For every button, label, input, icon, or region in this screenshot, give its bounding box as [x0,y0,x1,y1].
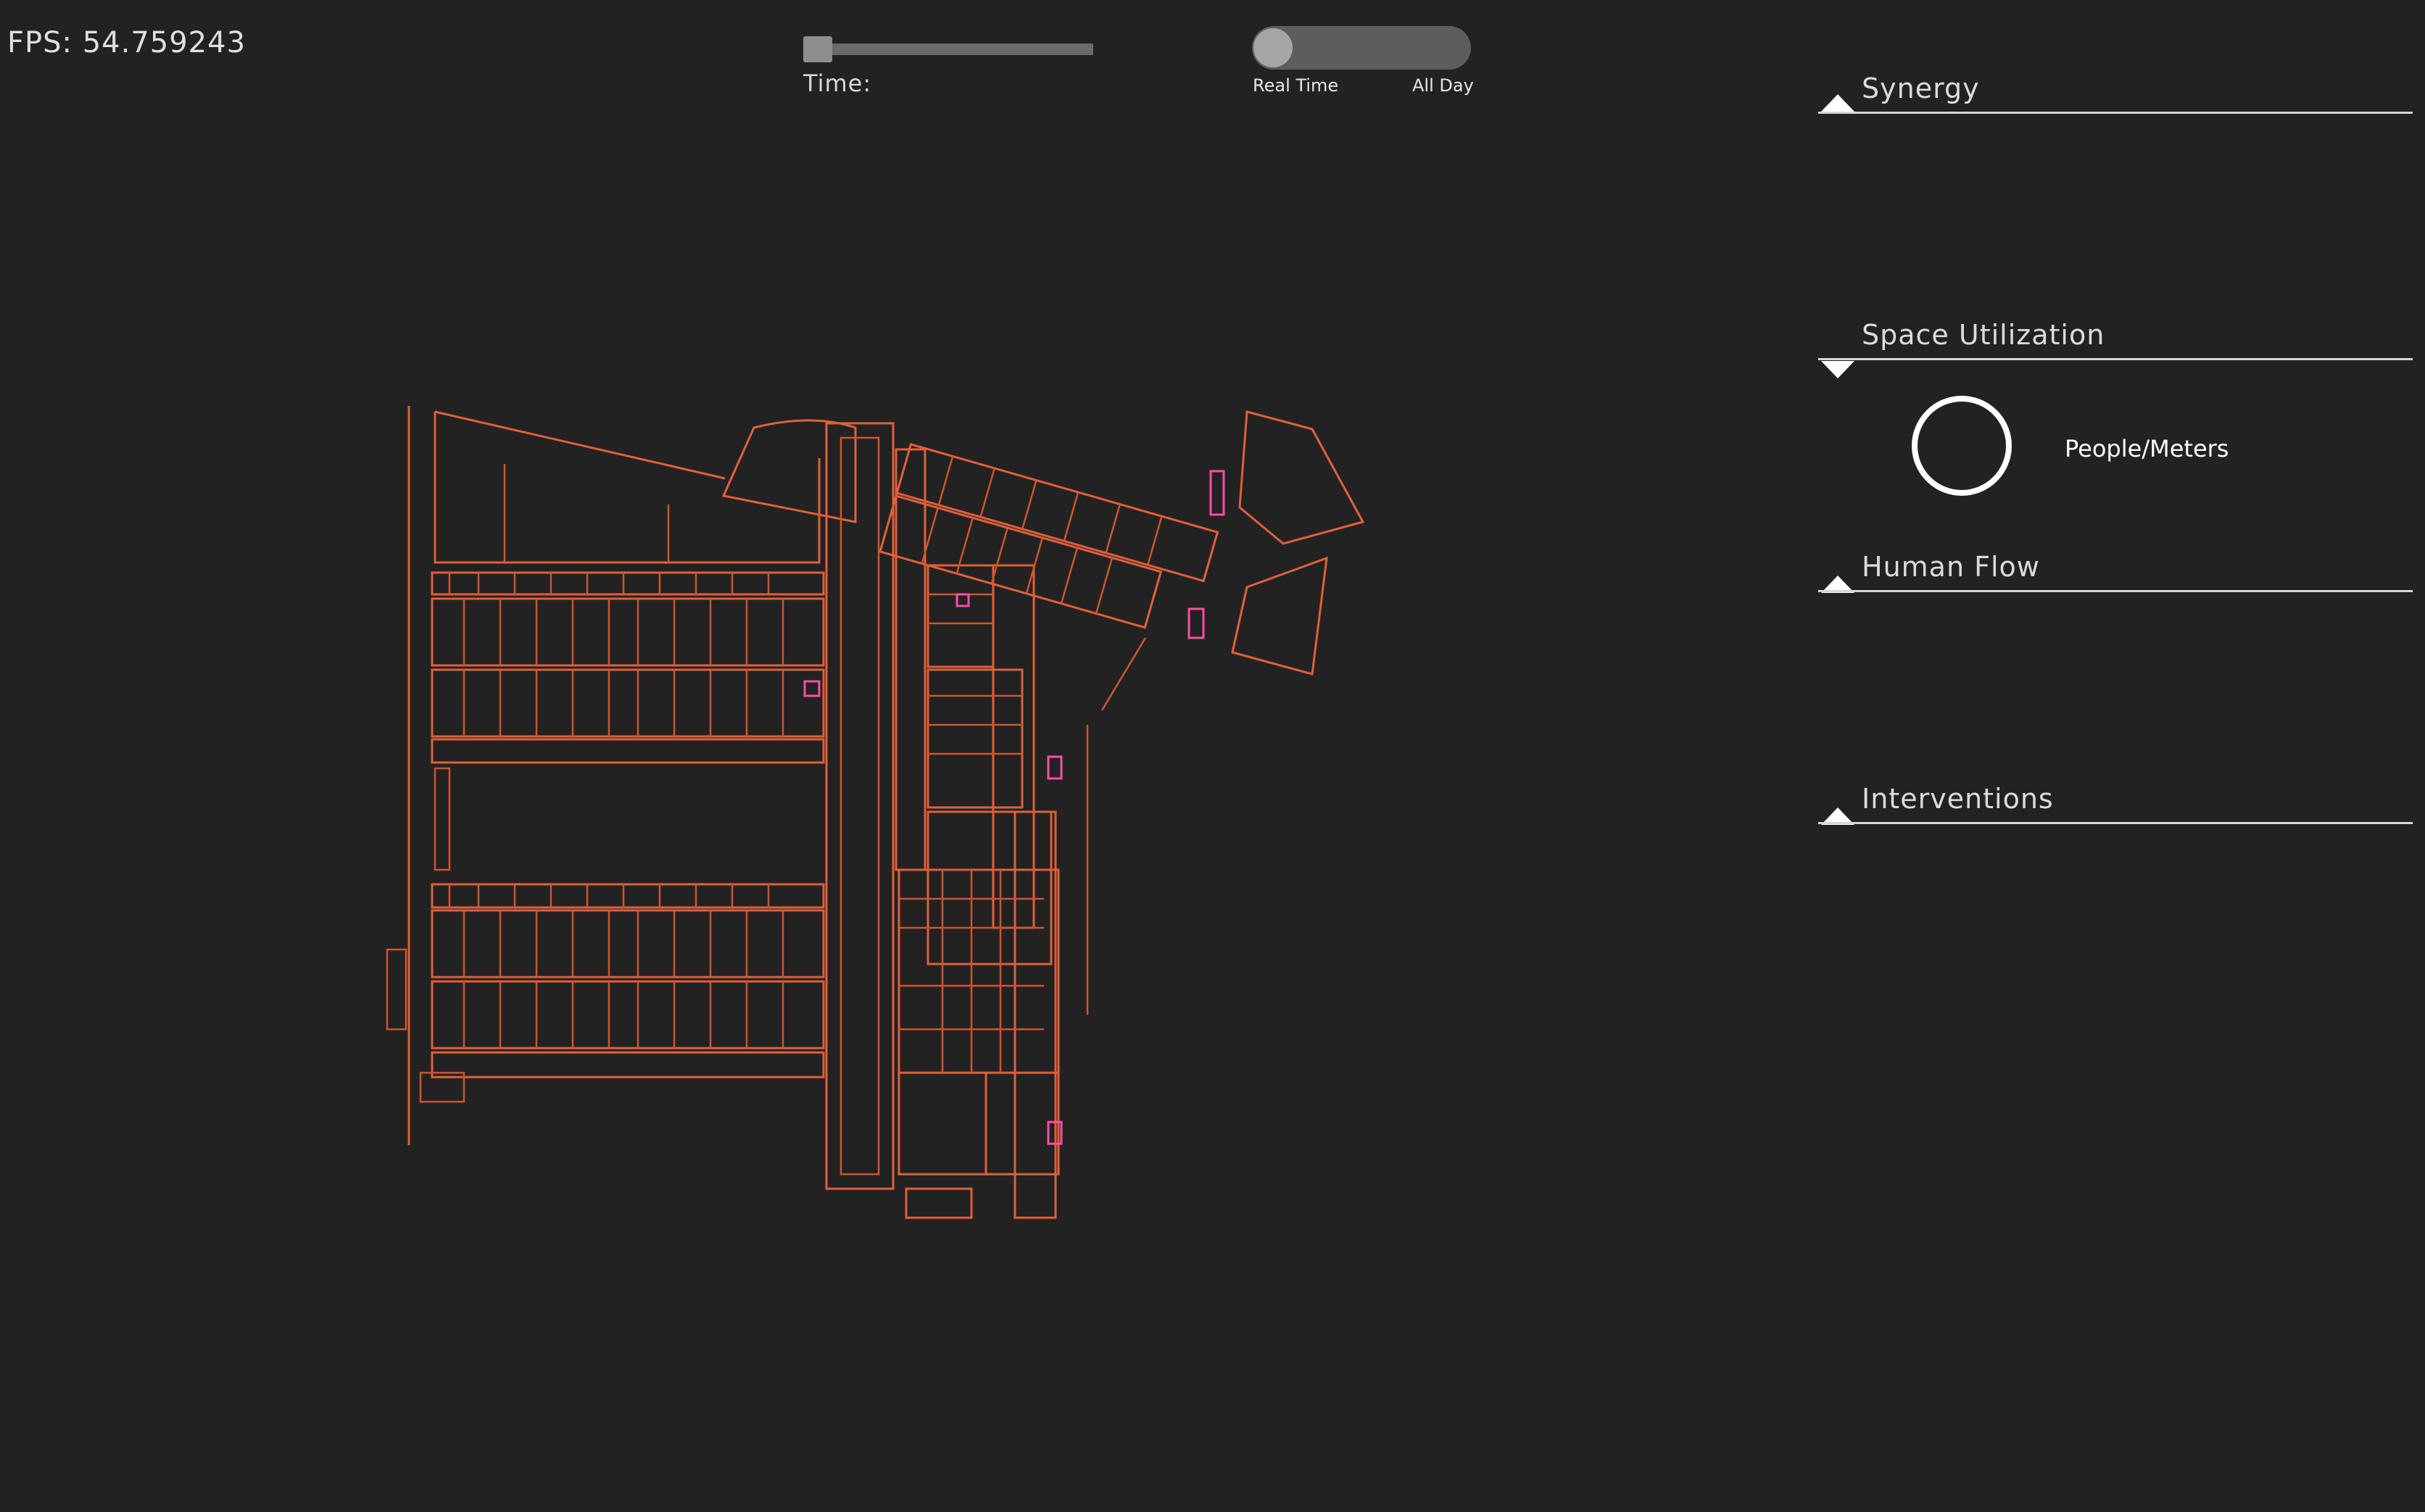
floorplan-map[interactable] [377,377,1435,1232]
space-utilization-panel-title[interactable]: Space Utilization [1862,319,2105,351]
left-wing-rooms [386,571,825,1103]
mode-toggle[interactable] [1252,26,1471,70]
human-flow-panel-divider [1818,590,2413,592]
mode-label-real-time: Real Time [1253,75,1339,96]
synergy-panel-divider [1818,112,2413,114]
space-utilization-panel-divider [1818,358,2413,360]
synergy-collapse-arrow-icon[interactable] [1818,91,1857,113]
space-utilization-expand-arrow-icon[interactable] [1818,358,1857,380]
mode-label-all-day: All Day [1412,75,1474,96]
time-slider[interactable] [803,36,1093,62]
east-wing-rooms [879,443,1219,629]
fps-counter: FPS: 54.759243 [7,26,246,59]
mode-toggle-knob[interactable] [1253,28,1293,67]
human-flow-collapse-arrow-icon[interactable] [1818,573,1857,594]
time-slider-handle[interactable] [803,36,832,62]
northeast-hall [1238,410,1365,545]
east-hall [1231,556,1328,676]
ring-icon [1912,396,2012,496]
synergy-panel-title[interactable]: Synergy [1862,72,1980,104]
time-slider-track[interactable] [803,43,1093,55]
interventions-collapse-arrow-icon[interactable] [1818,805,1857,826]
interventions-panel-title[interactable]: Interventions [1862,783,2054,815]
interventions-panel-divider [1818,822,2413,824]
human-flow-panel-title[interactable]: Human Flow [1862,551,2040,583]
time-label: Time: [803,70,872,97]
people-per-meters-label: People/Meters [2065,435,2229,462]
